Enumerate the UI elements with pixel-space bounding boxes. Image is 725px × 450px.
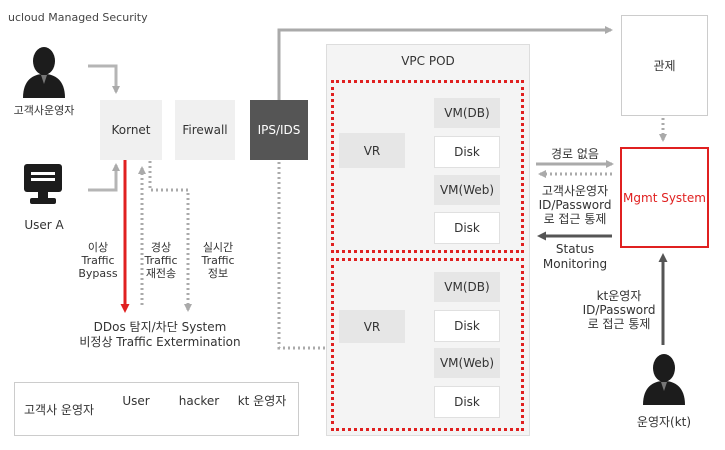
disk-label: Disk [454, 145, 480, 159]
ips-ids-box: IPS/IDS [250, 100, 308, 160]
disk-box: Disk [434, 212, 500, 244]
operator-access-line: 로 접근 통제 [543, 212, 607, 226]
mgmt-system-box: Mgmt System [620, 147, 709, 248]
legend-user-label: User [122, 394, 150, 408]
kt-access-label: kt운영자 ID/Password 로 접근 통제 [578, 289, 660, 331]
ddos-line: DDos 탐지/차단 System [93, 320, 227, 334]
pod-zone-top [331, 80, 524, 253]
kt-access-line: 로 접근 통제 [587, 317, 651, 331]
legend-hacker-label: hacker [178, 394, 220, 408]
status-line: Status [555, 242, 595, 256]
disk-label: Disk [454, 221, 480, 235]
vr-box: VR [339, 310, 405, 343]
ips-ids-label: IPS/IDS [257, 123, 301, 137]
resend-line: 재전송 [145, 267, 177, 280]
vr-box: VR [339, 133, 405, 168]
kt-access-line: ID/Password [582, 303, 656, 317]
realtime-label: 실시간 Traffic 정보 [193, 241, 243, 280]
kornet-label: Kornet [111, 123, 151, 137]
user-a-label: User A [24, 218, 64, 232]
person-icon [23, 47, 65, 98]
vm-web-label: VM(Web) [439, 183, 495, 197]
no-route-label: 경로 없음 [551, 147, 599, 161]
vm-db-label: VM(DB) [444, 106, 490, 120]
resend-line: 경상 [150, 241, 172, 254]
operator-access-line: 고객사운영자 [541, 184, 609, 198]
kornet-box: Kornet [100, 100, 162, 160]
vpc-pod-label: VPC POD [401, 54, 455, 68]
vm-web-label: VM(Web) [439, 356, 495, 370]
bypass-line: 이상 [87, 241, 109, 254]
monitor-icon [24, 164, 62, 204]
legend-box [14, 382, 299, 436]
realtime-line: 정보 [207, 267, 229, 280]
vm-web-box: VM(Web) [434, 175, 500, 205]
control-box: 관제 [621, 15, 708, 116]
status-monitoring-label: Status Monitoring [535, 242, 615, 272]
resend-label: 경상 Traffic 재전송 [139, 241, 183, 280]
vm-db-label: VM(DB) [444, 280, 490, 294]
operator-access-label: 고객사운영자 ID/Password 로 접근 통제 [533, 184, 617, 226]
kt-access-line: kt운영자 [596, 289, 642, 303]
pod-zone-bottom [331, 258, 524, 431]
realtime-line: Traffic [201, 254, 235, 267]
vr-label: VR [363, 143, 381, 158]
legend-title: 고객사 운영자 [24, 403, 95, 417]
control-label: 관제 [653, 59, 676, 73]
diagram-title: ucloud Managed Security [8, 11, 148, 24]
person-icon [643, 354, 685, 405]
operator-access-line: ID/Password [538, 198, 612, 212]
bypass-line: Traffic [81, 254, 115, 267]
kt-operator-label: 운영자(kt) [636, 415, 692, 429]
vr-label: VR [363, 319, 381, 334]
operator-label: 고객사운영자 [13, 104, 75, 117]
firewall-box: Firewall [175, 100, 235, 160]
vm-db-box: VM(DB) [434, 272, 500, 302]
status-line: Monitoring [542, 257, 608, 271]
vm-db-box: VM(DB) [434, 98, 500, 128]
resend-line: Traffic [144, 254, 178, 267]
firewall-label: Firewall [182, 123, 228, 137]
legend-kt-label: kt 운영자 [237, 394, 287, 408]
disk-label: Disk [454, 319, 480, 333]
ddos-line: 비정상 Traffic Extermination [79, 335, 241, 349]
disk-box: Disk [434, 386, 500, 418]
bypass-line: Bypass [78, 267, 118, 280]
disk-box: Disk [434, 310, 500, 342]
vm-web-box: VM(Web) [434, 348, 500, 378]
realtime-line: 실시간 [202, 241, 234, 254]
disk-box: Disk [434, 136, 500, 168]
bypass-label: 이상 Traffic Bypass [73, 241, 123, 280]
mgmt-system-label: Mgmt System [623, 190, 706, 205]
ddos-label: DDos 탐지/차단 System 비정상 Traffic Exterminat… [72, 320, 248, 350]
disk-label: Disk [454, 395, 480, 409]
